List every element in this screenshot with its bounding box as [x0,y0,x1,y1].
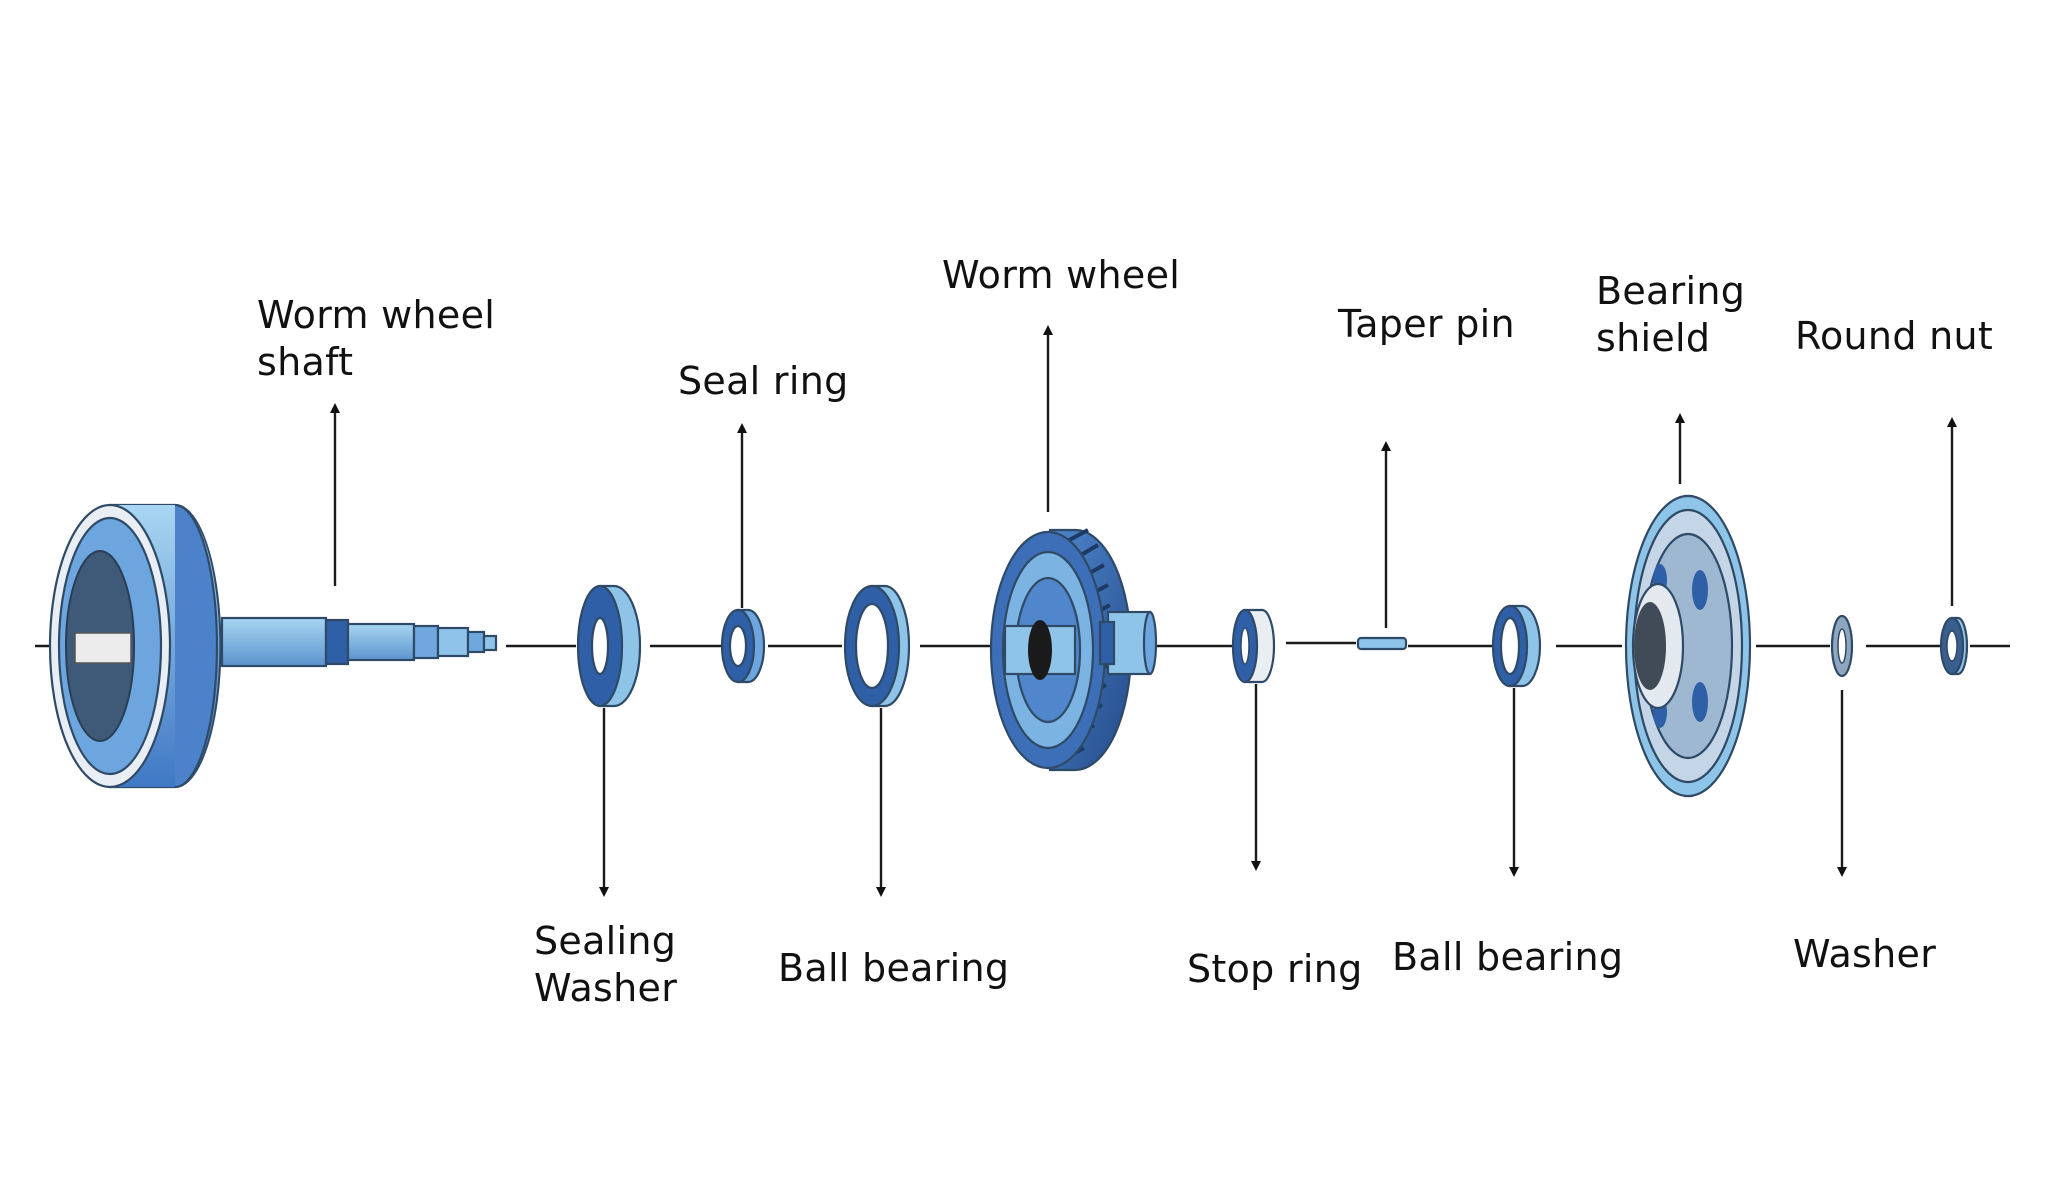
label-washer: Washer [1793,932,1937,976]
ball-bearing-2-part [1491,604,1542,688]
bearing-shield-part [1624,494,1752,798]
center-axis-line [35,641,2010,648]
label-seal-ring: Seal ring [678,359,849,403]
sealing-washer-part [576,584,642,708]
callout-arrows [330,325,1957,897]
label-taper-pin: Taper pin [1338,302,1515,346]
label-stop-ring: Stop ring [1187,947,1363,991]
washer-part [1830,614,1854,678]
worm-wheel-part [989,528,1158,772]
label-worm-wheel: Worm wheel [942,253,1181,297]
worm-wheel-shaft-part [48,503,498,789]
ball-bearing-1-part [843,584,911,708]
stop-ring-part [1231,608,1276,684]
label-round-nut: Round nut [1795,314,1994,358]
label-sealing-washer: Sealing Washer [534,919,678,1010]
seal-ring-part [720,608,766,684]
label-bearing-shield: Bearing shield [1596,269,1746,360]
taper-pin-part [1356,636,1408,651]
label-worm-wheel-shaft: Worm wheel shaft [257,293,496,384]
label-ball-bearing-1: Ball bearing [778,946,1010,990]
label-ball-bearing-2: Ball bearing [1392,935,1624,979]
round-nut-part [1939,616,1969,676]
